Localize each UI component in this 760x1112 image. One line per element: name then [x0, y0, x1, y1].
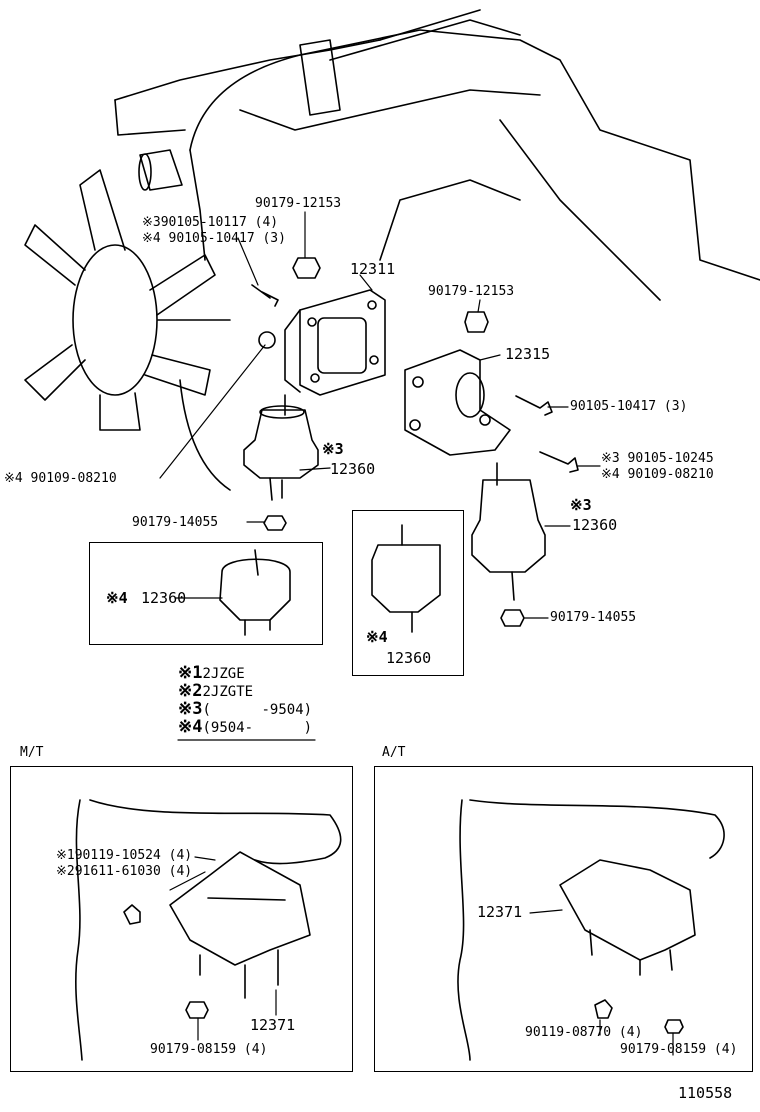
nut-top-left	[292, 257, 321, 279]
label-figure-id: 110558	[678, 1084, 733, 1102]
label-at-bolt: 90119-08770 (4)	[525, 1025, 643, 1040]
label-mount-left-tag: ※3	[322, 440, 344, 458]
label-mt-bolt2: ※291611-61030 (4)	[56, 864, 193, 879]
leader-lines	[159, 211, 601, 741]
label-nut-mid-left: 90179-14055	[132, 515, 219, 530]
label-bolt-l4: ※4 90105-10417 (3)	[142, 231, 286, 246]
bolt-right-b	[539, 451, 579, 473]
legend-text-2: 2JZGTE	[202, 684, 254, 700]
label-box1-tag: ※4	[106, 589, 128, 607]
label-at-nut: 90179-08159 (4)	[620, 1042, 738, 1057]
label-mt-mount: 12371	[250, 1016, 296, 1034]
label-box1-num: 12360	[141, 589, 187, 607]
nut-left	[263, 515, 287, 531]
legend-mark-4: ※4	[178, 717, 203, 737]
box-variant-1	[89, 542, 323, 645]
legend-text-1: 2JZGE	[202, 666, 245, 682]
box-at	[374, 766, 753, 1072]
label-nut-top-right: 90179-12153	[428, 284, 515, 299]
engine-outline	[114, 9, 760, 301]
legend-row-1: ※12JZGE	[178, 664, 312, 682]
mount-12360-box1	[219, 549, 291, 636]
bolt-left	[251, 284, 279, 307]
label-mount-right-tag: ※3	[570, 496, 592, 514]
bracket-12315	[404, 349, 511, 456]
label-mount-right-num: 12360	[572, 516, 618, 534]
label-box2-tag: ※4	[366, 628, 388, 646]
label-bracket-left: 12311	[350, 260, 396, 278]
label-mount-left-num: 12360	[330, 460, 376, 478]
label-bolt-right-b4: ※4 90109-08210	[601, 467, 714, 482]
washer-left	[258, 331, 276, 349]
box-mt	[10, 766, 353, 1072]
label-stud-left: ※4 90109-08210	[4, 471, 117, 486]
at-transmission	[457, 799, 725, 1061]
legend-mark-1: ※1	[178, 663, 203, 683]
legend-row-3: ※3( -9504)	[178, 700, 312, 718]
label-mt-bolt1: ※190119-10524 (4)	[56, 848, 193, 863]
label-at-title: A/T	[382, 745, 406, 760]
label-bolt-right-a: 90105-10417 (3)	[570, 399, 688, 414]
label-nut-mid-right: 90179-14055	[550, 610, 637, 625]
label-bracket-right: 12315	[505, 345, 551, 363]
variant-legend: ※12JZGE ※22JZGTE ※3( -9504) ※4(9504- )	[178, 664, 312, 736]
fan-illustration	[24, 169, 231, 491]
label-at-mount: 12371	[477, 903, 523, 921]
label-nut-top-left: 90179-12153	[255, 196, 342, 211]
bolt-right-a	[515, 395, 553, 416]
mt-leaders	[169, 856, 277, 1041]
at-leaders	[529, 909, 674, 1056]
legend-mark-2: ※2	[178, 681, 203, 701]
label-mt-nut: 90179-08159 (4)	[150, 1042, 268, 1057]
label-mt-title: M/T	[20, 745, 44, 760]
mt-transmission	[75, 799, 342, 1061]
legend-mark-3: ※3	[178, 699, 203, 719]
legend-row-2: ※22JZGTE	[178, 682, 312, 700]
nut-right	[500, 609, 525, 627]
box-variant-2	[352, 510, 464, 676]
mount-12360-left	[243, 394, 319, 501]
label-bolt-right-b3: ※3 90105-10245	[601, 451, 714, 466]
label-bolt-l3: ※390105-10117 (4)	[142, 215, 279, 230]
label-box2-num: 12360	[386, 649, 432, 667]
mount-12360-box2	[371, 524, 441, 633]
legend-row-4: ※4(9504- )	[178, 718, 312, 736]
legend-text-3: ( -9504)	[202, 702, 313, 718]
mount-12360-right	[471, 462, 546, 601]
legend-text-4: (9504- )	[202, 720, 313, 736]
nut-top-right	[464, 311, 489, 333]
bracket-12311	[284, 289, 386, 396]
